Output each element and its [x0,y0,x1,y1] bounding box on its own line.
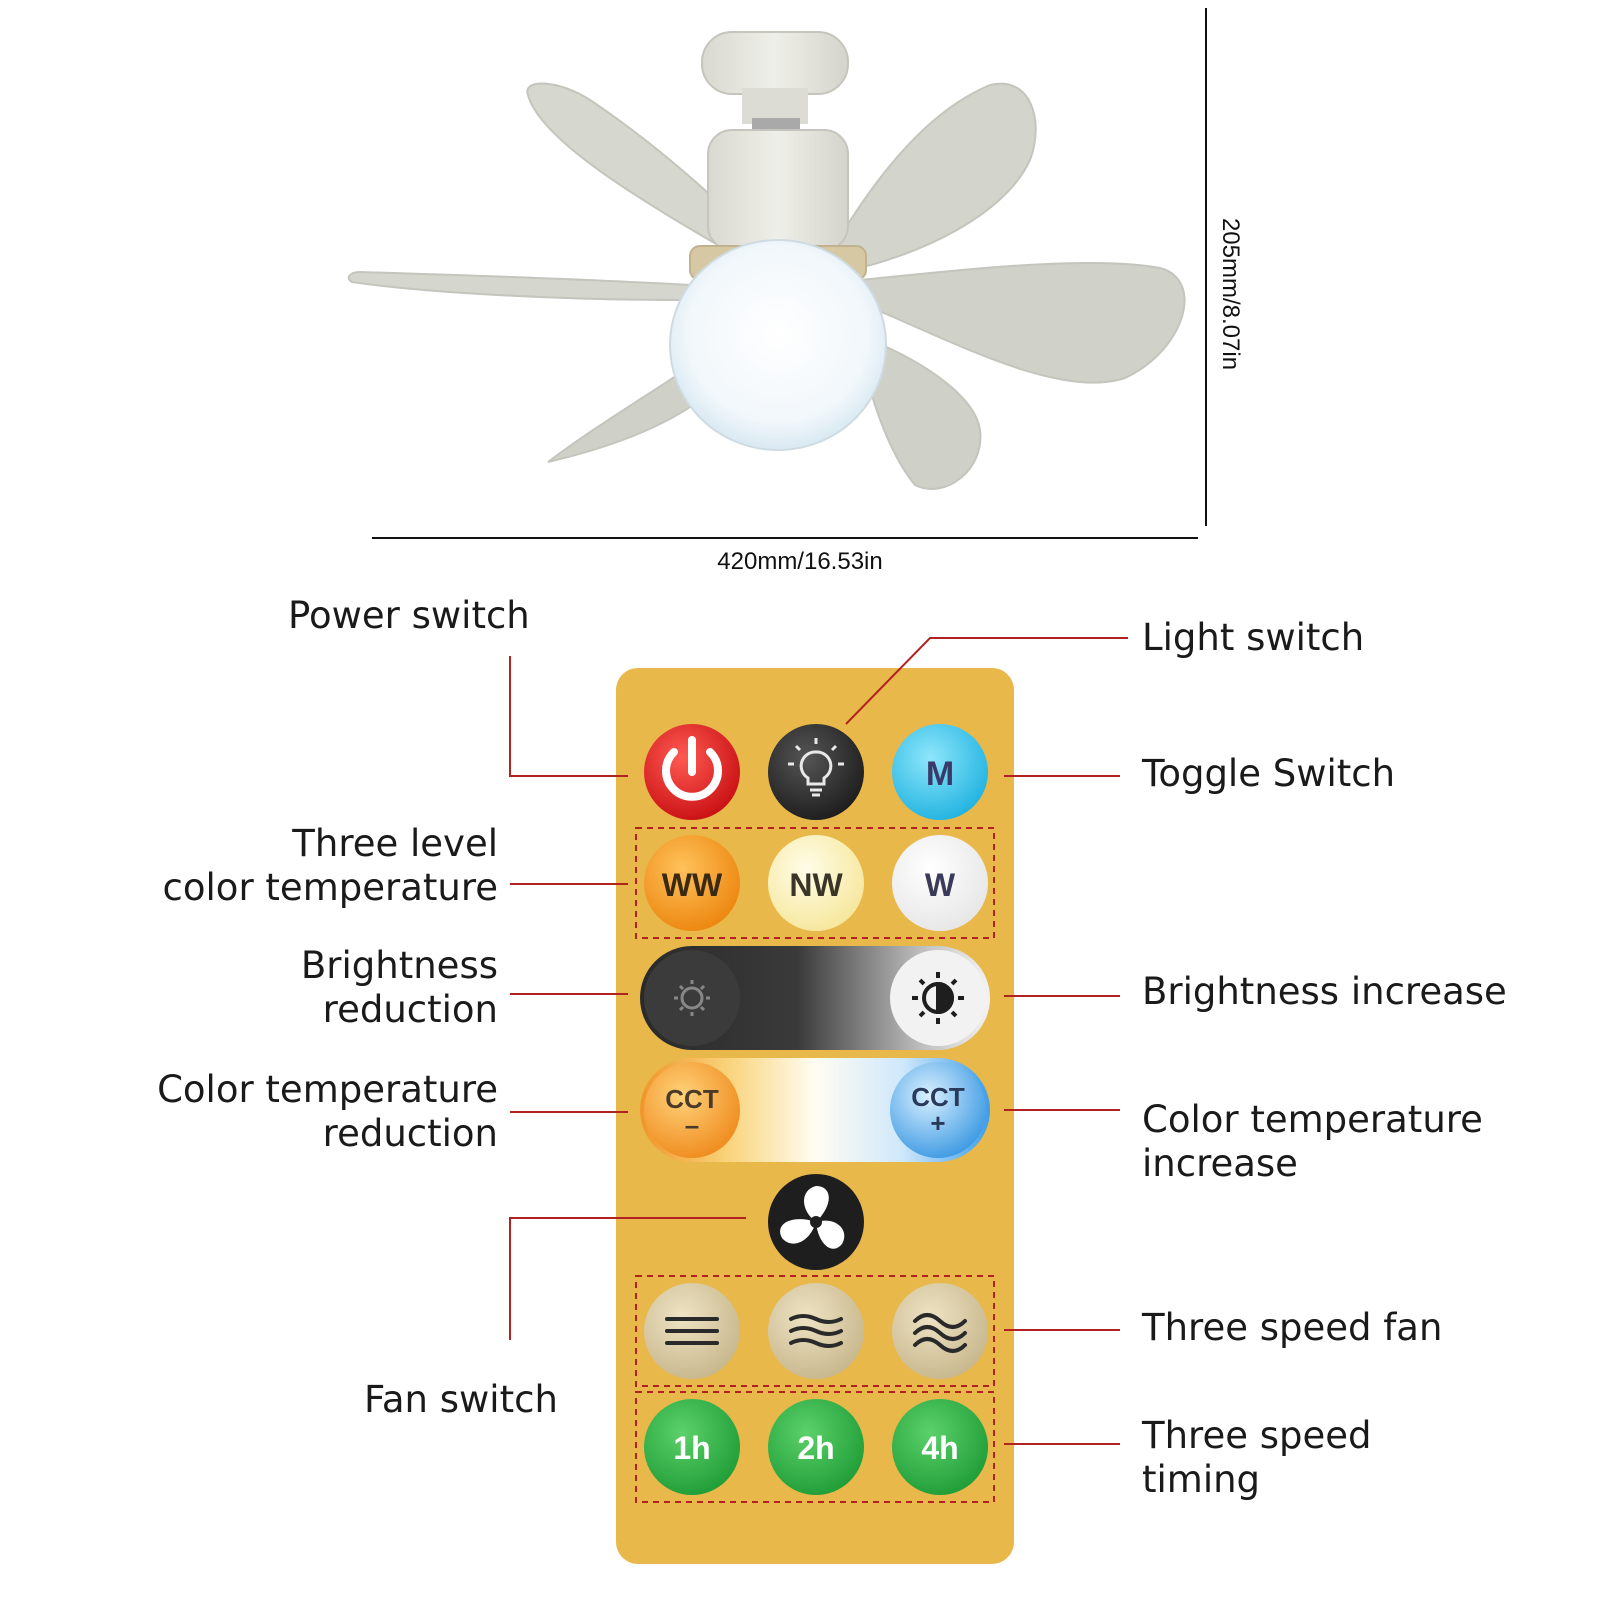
brightness-reduction-label: Brightness reduction [110,944,498,1032]
fan-button[interactable] [768,1174,864,1270]
fan-switch-label: Fan switch [364,1378,558,1421]
cct-plus-label: CCT [911,1082,965,1112]
three-speed-timing-line1: Three speed [1142,1414,1372,1457]
color-temperature-group-outline [635,827,995,939]
power-button[interactable] [644,724,740,820]
fan-blade [347,270,692,302]
fan-speed-high-button[interactable] [892,1283,988,1379]
timer-2h-label: 2h [797,1430,834,1466]
timer-4h-label: 4h [921,1430,958,1466]
power-switch-label: Power switch [288,594,530,637]
speed-low-icon [665,1317,719,1345]
cct-increase-line1: Color temperature [1142,1098,1483,1141]
brightness-reduction-line2: reduction [322,988,498,1031]
cct-reduction-line2: reduction [322,1112,498,1155]
leader-lines [509,637,1128,1445]
e27-socket [752,118,800,132]
cct-plus-sign: + [930,1108,945,1138]
three-speed-timing-line2: timing [1142,1458,1261,1501]
cct-minus-button[interactable]: CCT – [644,1062,740,1158]
cct-reduction-label: Color temperature reduction [110,1068,498,1156]
fan-blade [858,338,982,490]
leader-light [845,637,1128,725]
light-switch-label: Light switch [1142,616,1365,659]
color-temp-levels-label: Three level color temperature [110,822,498,910]
fan-blade [833,82,1037,272]
neutral-white-button[interactable]: NW [768,835,864,931]
cct-minus-sign: – [685,1110,699,1140]
brightness-up-button[interactable] [890,950,986,1046]
mode-button-label: M [926,755,954,793]
power-icon [662,736,722,801]
three-speed-timing-label: Three speed timing [1142,1414,1372,1502]
white-label: W [925,867,956,903]
fan-icon [780,1186,845,1249]
timer-2h-button[interactable]: 2h [768,1399,864,1495]
color-temp-levels-line1: Three level [292,822,498,865]
speed-high-icon [913,1313,967,1353]
cct-reduction-line1: Color temperature [157,1068,498,1111]
timer-1h-label: 1h [673,1430,710,1466]
timer-1h-button[interactable]: 1h [644,1399,740,1495]
sun-bright-icon [912,972,964,1024]
ceiling-fan-illustration [347,31,1186,490]
warm-white-label: WW [662,867,723,903]
light-bulb [669,239,887,451]
lightbulb-icon [788,738,844,797]
cct-minus-label: CCT [665,1084,719,1114]
cct-plus-button[interactable]: CCT + [890,1062,986,1158]
white-button[interactable]: W [892,835,988,931]
brightness-increase-label: Brightness increase [1142,970,1507,1013]
fan-speed-low-button[interactable] [644,1283,740,1379]
color-temp-levels-line2: color temperature [162,866,498,909]
fan-blade [547,368,702,463]
speed-mid-icon [789,1314,843,1348]
mode-toggle-button[interactable]: M [892,724,988,820]
warm-white-button[interactable]: WW [644,835,740,931]
fan-speed-group-outline [635,1275,995,1387]
fan-blade [526,82,757,257]
leader-power [509,656,628,777]
ceiling-canopy [701,31,849,95]
fan-blade [858,261,1186,384]
neutral-white-label: NW [789,867,843,903]
brightness-down-button[interactable] [644,950,740,1046]
timer-4h-button[interactable]: 4h [892,1399,988,1495]
cct-increase-label: Color temperature increase [1142,1098,1483,1186]
brightness-reduction-line1: Brightness [300,944,498,987]
width-dimension-label: 420mm/16.53in [717,548,883,575]
sun-dim-icon [674,980,710,1016]
fan-speed-mid-button[interactable] [768,1283,864,1379]
height-dimension-label: 205mm/8.07in [1217,217,1244,371]
toggle-switch-label: Toggle Switch [1142,752,1396,795]
leader-fan-switch [509,1217,746,1340]
light-button[interactable] [768,724,864,820]
motor-housing [707,129,849,251]
cct-increase-line2: increase [1142,1142,1298,1185]
timer-group-outline [635,1391,995,1503]
three-speed-fan-label: Three speed fan [1142,1306,1443,1349]
